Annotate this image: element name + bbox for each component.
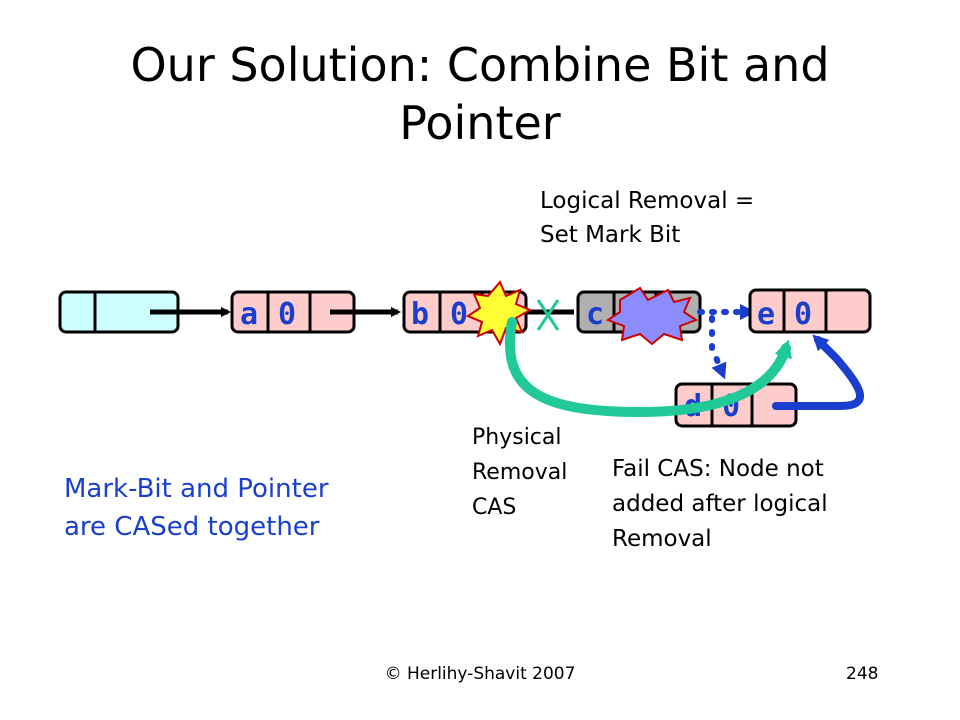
mark-bit-pointer-note: Mark-Bit and Pointer are CASed together <box>64 474 329 542</box>
node-b-mark: 0 <box>450 297 468 332</box>
node-b-key: b <box>411 297 429 332</box>
pointer-c-to-d <box>709 315 727 380</box>
page-number: 248 <box>846 664 879 684</box>
node-e-key: e <box>757 297 775 332</box>
node-e: e 0 <box>748 288 872 334</box>
node-a-mark: 0 <box>278 297 296 332</box>
mark-bit-burst <box>605 286 699 346</box>
crossed-pointer-mark <box>536 299 560 331</box>
fail-cas-arrow <box>772 334 864 410</box>
node-a: a 0 <box>230 290 356 334</box>
physical-removal-arrow <box>504 317 792 418</box>
physical-removal-note: Physical Removal CAS <box>472 425 568 520</box>
node-a-key: a <box>240 297 258 332</box>
slide-title: Our Solution: Combine Bit and Pointer <box>130 38 830 150</box>
fail-cas-note: Fail CAS: Node not added after logical R… <box>612 456 828 552</box>
logical-removal-note: Logical Removal = Set Mark Bit <box>540 188 755 248</box>
node-e-mark: 0 <box>794 297 812 332</box>
footer-copyright: © Herlihy-Shavit 2007 <box>384 664 576 684</box>
node-c-key: c <box>586 297 604 332</box>
head-node <box>58 290 180 334</box>
